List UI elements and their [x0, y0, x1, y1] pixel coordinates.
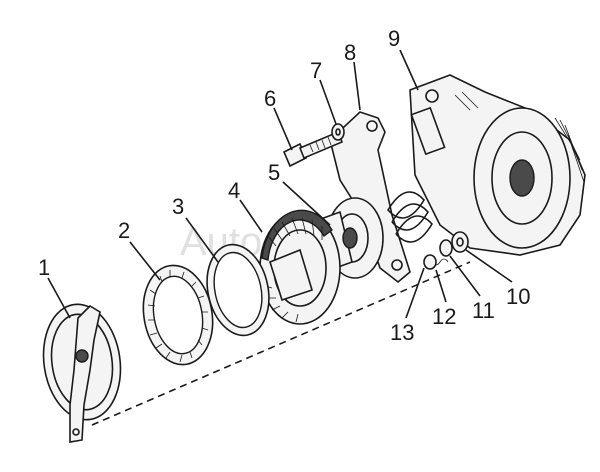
leader-lines — [47, 49, 513, 319]
label-7: 7 — [310, 58, 322, 83]
label-10: 10 — [506, 284, 530, 309]
label-12: 12 — [432, 304, 456, 329]
part-11-nut — [439, 239, 453, 257]
part-2-serrated-ring — [142, 264, 214, 366]
label-5: 5 — [268, 160, 280, 185]
label-2: 2 — [118, 218, 130, 243]
part-3-ring — [206, 243, 270, 337]
label-9: 9 — [388, 26, 400, 51]
part-4-gear — [259, 209, 341, 325]
part-12-small-spring — [423, 254, 449, 270]
label-1: 1 — [38, 255, 50, 280]
assembly-axis-line — [91, 261, 471, 426]
part-6-bolt — [282, 130, 344, 168]
part-1-cover-with-lever — [42, 303, 122, 443]
label-4: 4 — [228, 178, 240, 203]
label-3: 3 — [172, 194, 184, 219]
label-8: 8 — [344, 40, 356, 65]
label-11: 11 — [472, 298, 495, 323]
part-7-washer — [331, 123, 345, 141]
label-6: 6 — [264, 86, 276, 111]
label-13: 13 — [390, 320, 414, 345]
part-9-housing — [409, 74, 586, 256]
part-10-washer — [451, 231, 469, 253]
spring — [387, 191, 433, 243]
